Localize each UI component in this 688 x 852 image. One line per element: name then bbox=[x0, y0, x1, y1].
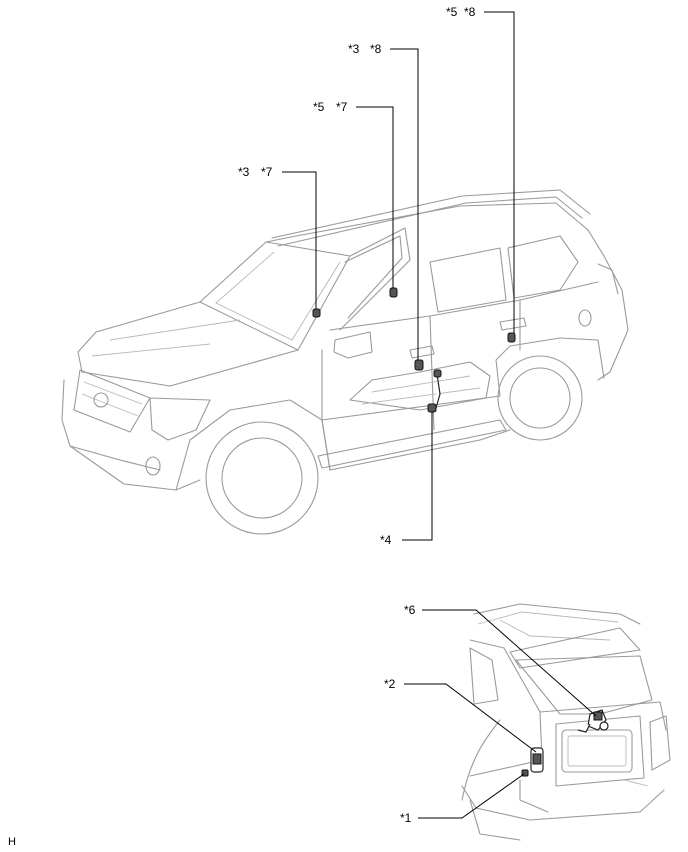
callout-3-left: *3 bbox=[238, 165, 250, 179]
callout-5-top: *5 bbox=[446, 5, 458, 19]
vehicle-rear-illustration bbox=[461, 603, 671, 841]
connector-underbody bbox=[427, 403, 437, 413]
callout-4: *4 bbox=[380, 533, 392, 547]
leader-5-7 bbox=[356, 106, 394, 288]
leader-3-8 bbox=[390, 48, 419, 360]
callout-7-left: *7 bbox=[261, 165, 273, 179]
leader-5-8 bbox=[484, 11, 515, 333]
sensor-front-door bbox=[389, 287, 398, 298]
callout-3-top: *3 bbox=[348, 42, 360, 56]
callout-6: *6 bbox=[404, 603, 416, 617]
leader-4 bbox=[402, 412, 433, 541]
leader-6 bbox=[422, 609, 597, 717]
back-door-lock-cylinder bbox=[599, 721, 609, 731]
sensor-floor-center bbox=[414, 359, 424, 371]
sensor-rear-door bbox=[507, 332, 516, 343]
part-markers-rear bbox=[521, 709, 609, 777]
callout-1: *1 bbox=[400, 811, 412, 825]
callout-7-mid: *7 bbox=[336, 100, 348, 114]
sensor-a-pillar bbox=[312, 308, 321, 318]
back-door-opener-inner bbox=[532, 753, 542, 765]
leader-lines bbox=[282, 11, 597, 819]
callout-5-mid: *5 bbox=[313, 100, 325, 114]
back-door-harness bbox=[577, 723, 591, 733]
figure-code: H bbox=[8, 836, 16, 848]
leader-3-7 bbox=[282, 171, 317, 309]
connector-harness-top bbox=[433, 369, 442, 378]
vehicle-side-front-illustration bbox=[61, 189, 629, 535]
leader-1 bbox=[418, 773, 525, 819]
part-markers-main bbox=[312, 287, 516, 413]
callout-8-right: *8 bbox=[464, 5, 476, 19]
callout-labels: *3 *7 *5 *7 *3 *8 *5 *8 *4 *6 *2 *1 H bbox=[8, 5, 476, 848]
back-door-lock-body bbox=[593, 711, 603, 721]
callout-2: *2 bbox=[384, 677, 396, 691]
leader-2 bbox=[404, 683, 537, 753]
callout-8-top: *8 bbox=[370, 42, 382, 56]
harness-underbody bbox=[435, 373, 441, 409]
